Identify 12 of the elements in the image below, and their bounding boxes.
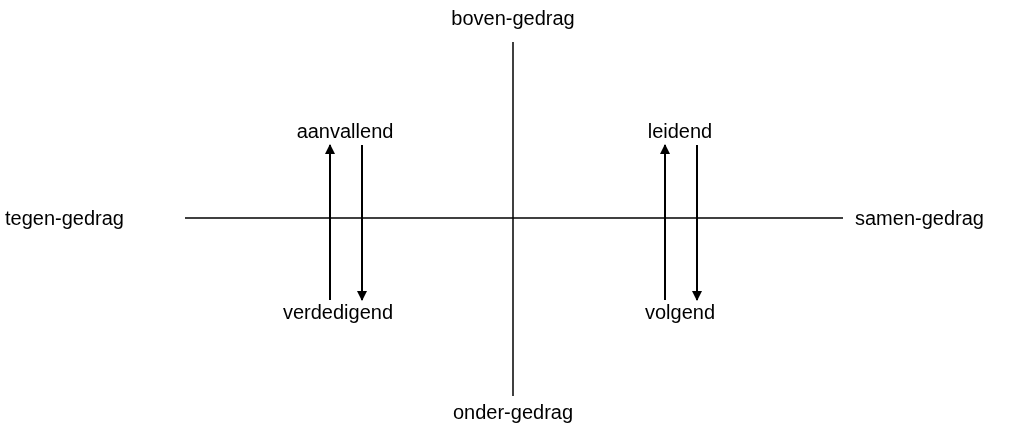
arrow: [692, 144, 702, 301]
behavior-label: verdedigend: [268, 300, 408, 326]
axis-label: tegen-gedrag: [5, 206, 125, 230]
axis-label: samen-gedrag: [855, 206, 985, 230]
behavior-label: aanvallend: [280, 119, 410, 145]
arrow: [660, 144, 670, 301]
arrow: [357, 144, 367, 301]
behavior-label: leidend: [630, 119, 730, 145]
axis-label: onder-gedrag: [451, 400, 575, 424]
axis-label: boven-gedrag: [450, 6, 576, 30]
arrow: [325, 144, 335, 301]
behavior-label: volgend: [635, 300, 725, 326]
